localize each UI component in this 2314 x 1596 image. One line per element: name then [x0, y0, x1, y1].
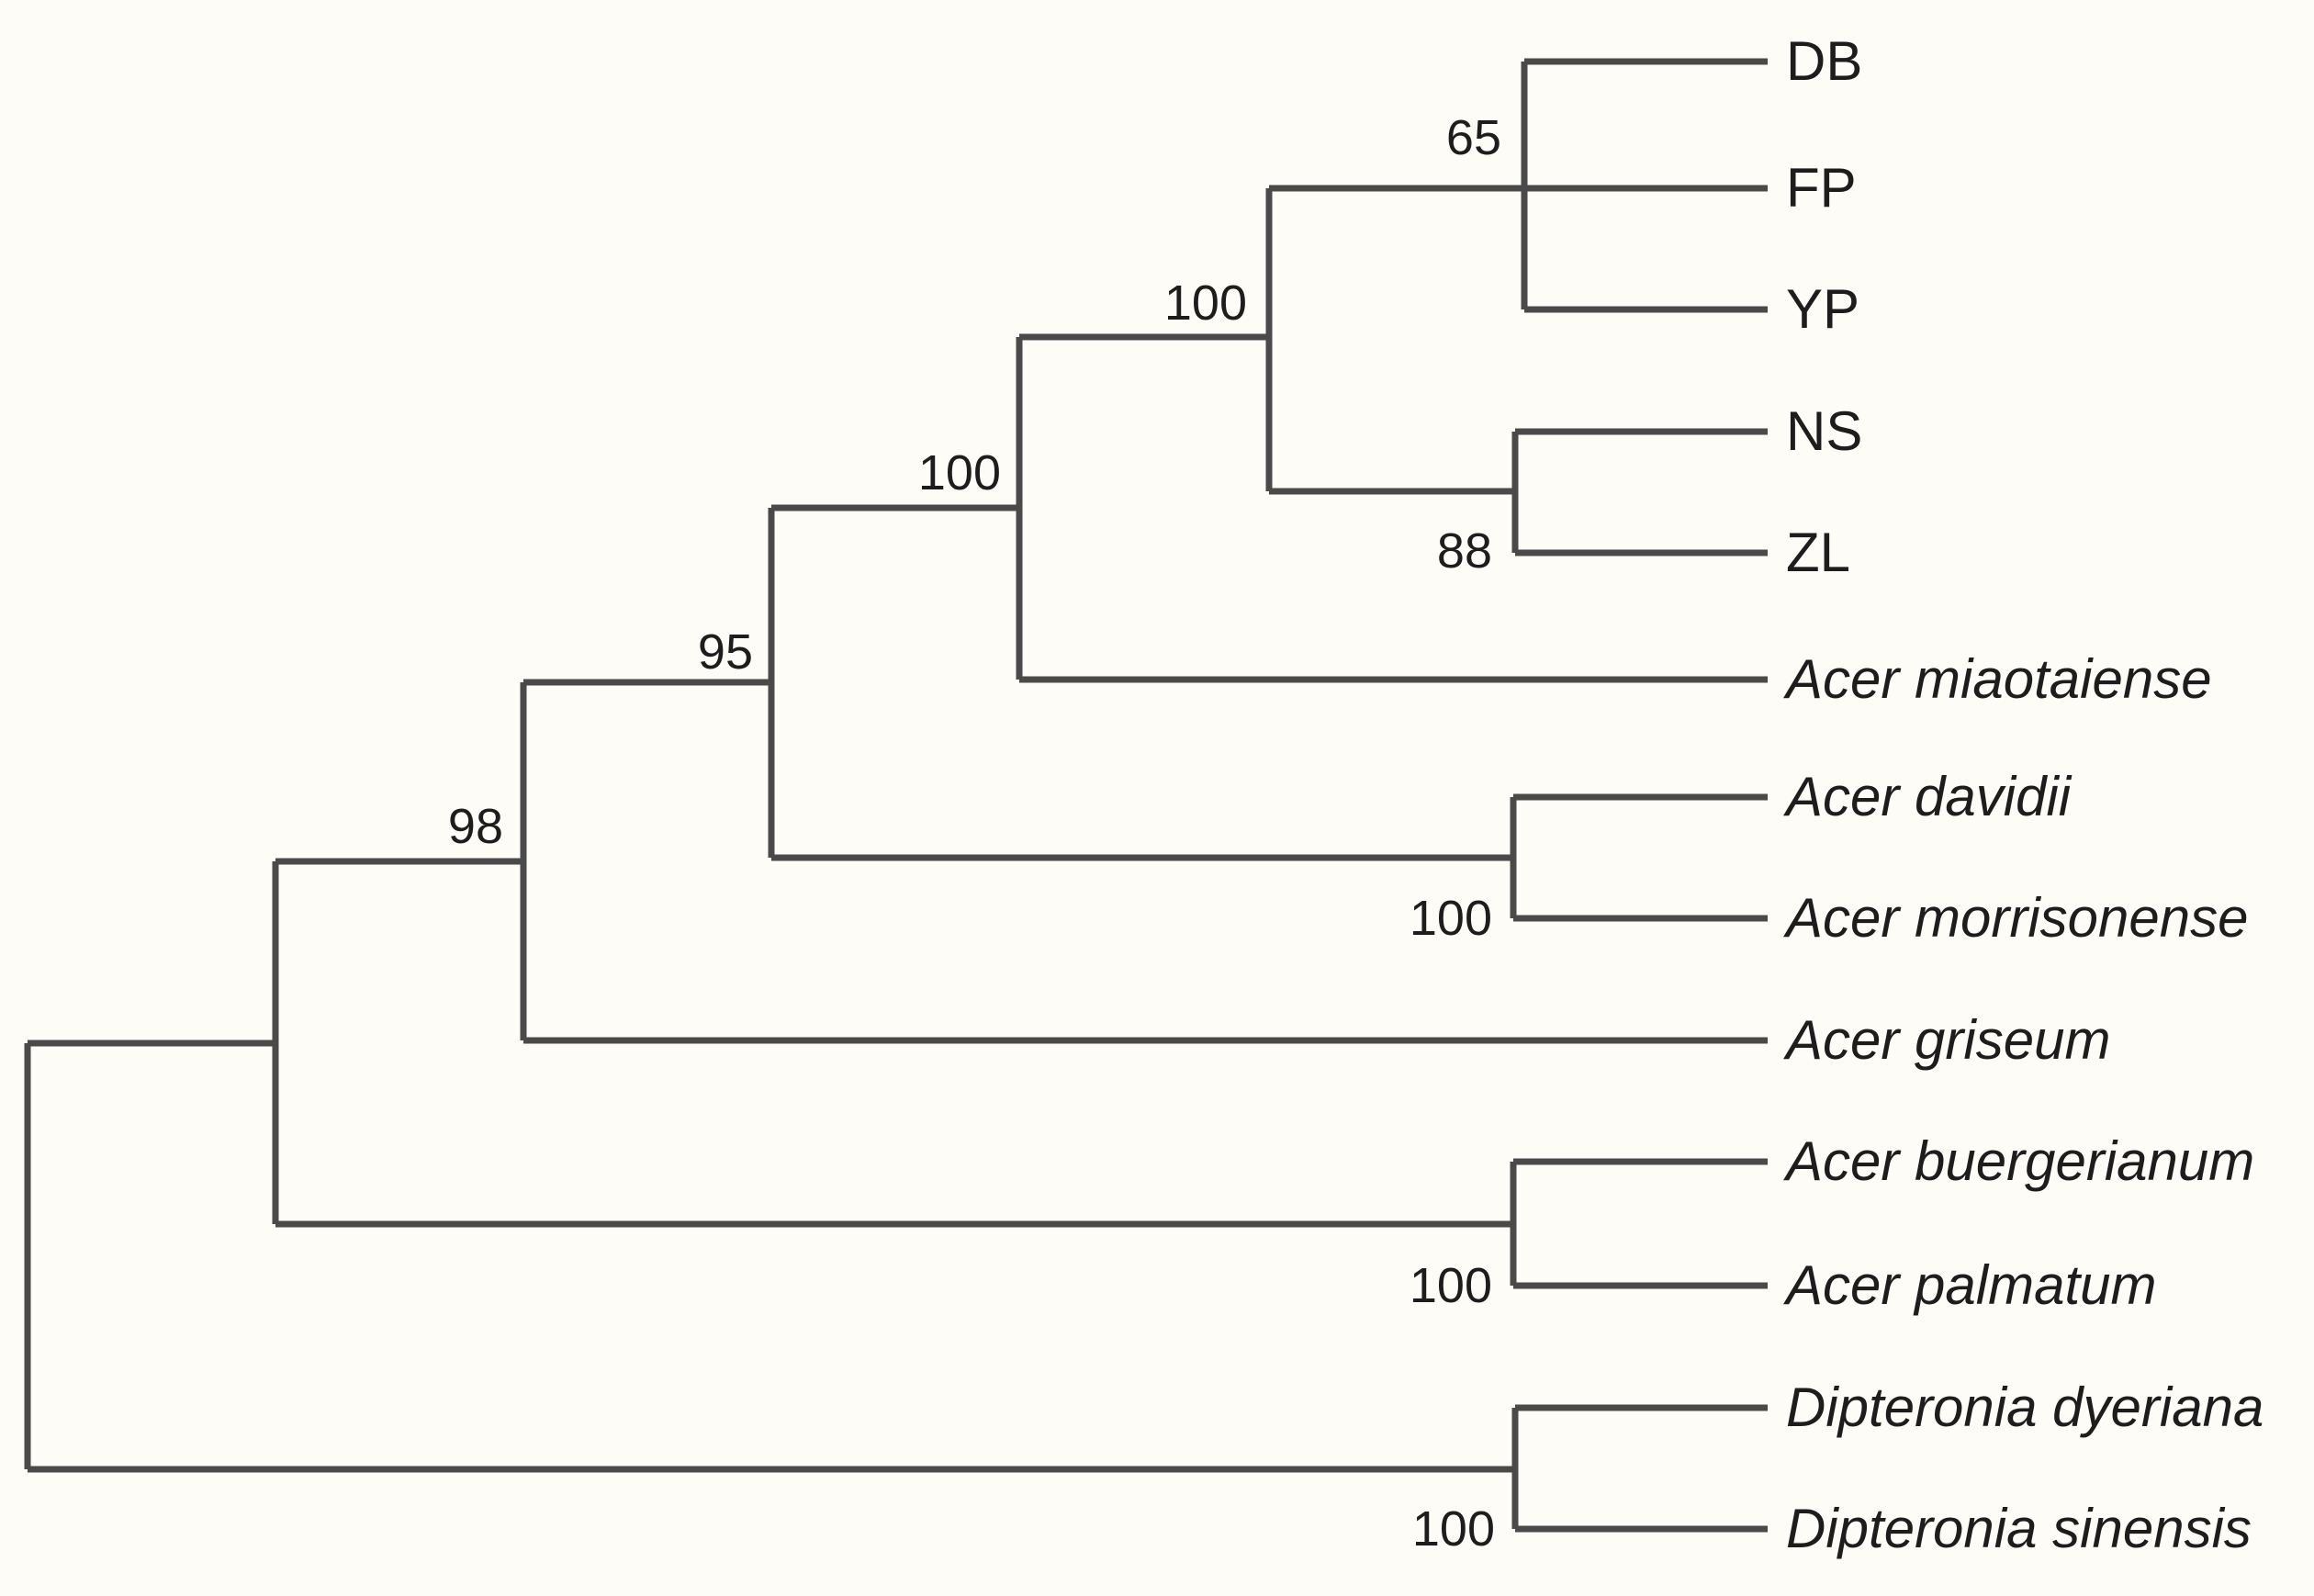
bootstrap-boot-65: 65 [1445, 110, 1501, 165]
leaf-label-acer-buergerianum: Acer buergerianum [1786, 1130, 2255, 1192]
bootstrap-boot-88: 88 [1436, 523, 1492, 579]
bootstrap-boot-100-dipteronia: 100 [1411, 1501, 1495, 1557]
leaf-label-acer-miaotaiense: Acer miaotaiense [1786, 648, 2212, 710]
leaf-label-yp: YP [1786, 278, 1860, 340]
bootstrap-boot-100-buergerianum: 100 [1409, 1258, 1492, 1313]
leaf-label-fp: FP [1786, 157, 1857, 219]
leaf-label-db: DB [1786, 30, 1863, 92]
bootstrap-boot-100-miaotaiense: 100 [917, 445, 1001, 500]
leaf-label-ns: NS [1786, 400, 1863, 462]
bootstrap-boot-98: 98 [447, 799, 503, 854]
bootstrap-boot-95: 95 [697, 624, 753, 680]
leaf-label-zl: ZL [1786, 522, 1851, 583]
leaf-label-acer-palmatum: Acer palmatum [1786, 1254, 2157, 1316]
leaf-label-acer-davidii: Acer davidii [1786, 766, 2072, 827]
leaf-label-acer-morrisonense: Acer morrisonense [1786, 887, 2249, 949]
leaf-label-dipteronia-dyeriana: Dipteronia dyeriana [1786, 1377, 2264, 1438]
leaf-label-acer-griseum: Acer griseum [1786, 1009, 2111, 1071]
bootstrap-boot-100-davidii: 100 [1409, 891, 1492, 946]
leaf-label-dipteronia-sinensis: Dipteronia sinensis [1786, 1498, 2252, 1559]
bootstrap-boot-100-core: 100 [1163, 275, 1247, 331]
